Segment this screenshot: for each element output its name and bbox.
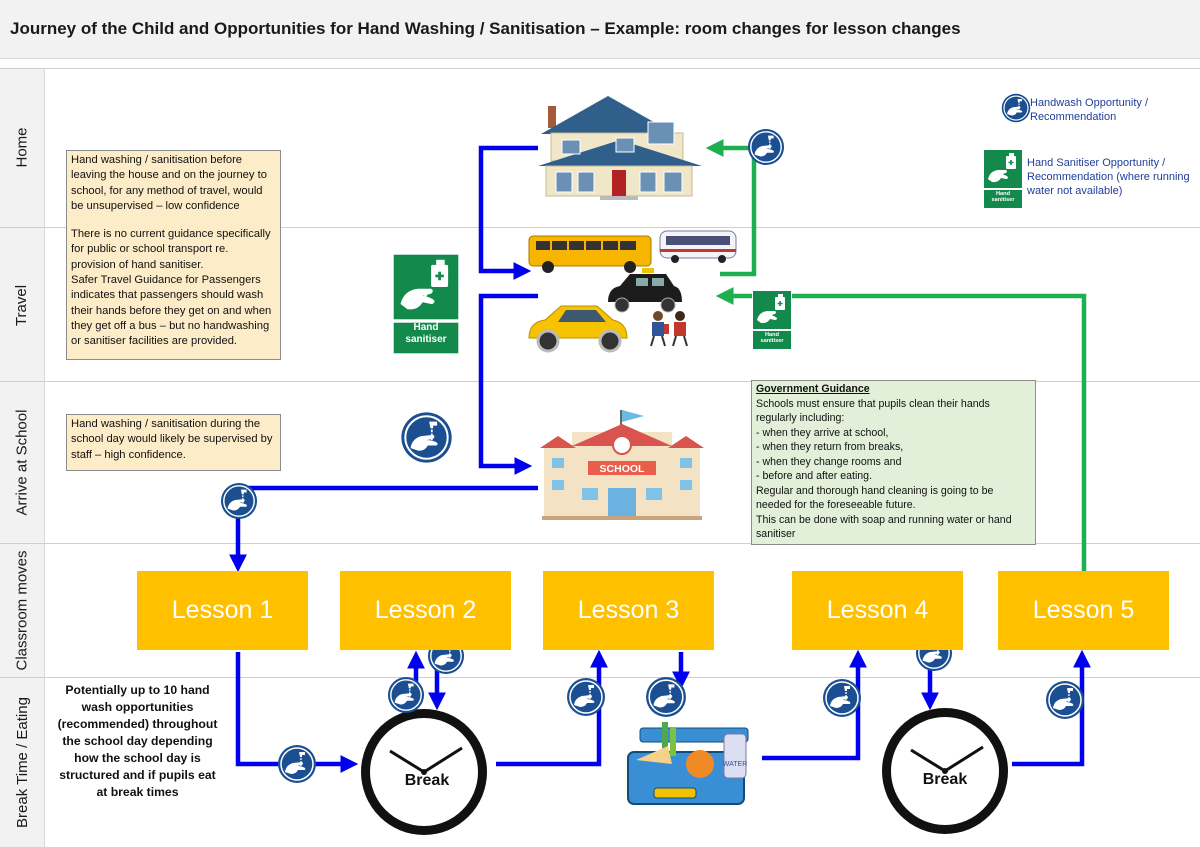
guidance-item: - when they arrive at school, xyxy=(756,426,889,439)
break-label: Break xyxy=(405,772,450,789)
lesson-3-box: Lesson 3 xyxy=(543,571,714,650)
page-title: Journey of the Child and Opportunities f… xyxy=(10,19,961,38)
lane-divider xyxy=(0,543,1200,544)
break-clock-1: Break xyxy=(361,709,487,835)
lane-divider xyxy=(0,227,1200,228)
note-school-text: Hand washing / sanitisation during the s… xyxy=(71,418,273,461)
guidance-intro: Schools must ensure that pupils clean th… xyxy=(756,397,990,425)
handwash-opportunity-icon xyxy=(822,678,862,718)
flow-arrow-travel-to-home xyxy=(705,139,757,277)
house-illustration xyxy=(538,96,702,200)
city-bus-illustration xyxy=(659,230,737,263)
car-illustration xyxy=(528,305,628,353)
handwash-opportunity-icon xyxy=(277,744,317,784)
note-home-travel: Hand washing / sanitisation before leavi… xyxy=(66,150,281,360)
guidance-paragraph: This can be done with soap and running w… xyxy=(756,513,1012,541)
lesson-5-box: Lesson 5 xyxy=(998,571,1169,650)
guidance-item: - when they change rooms and xyxy=(756,455,902,468)
legend-handwash-icon xyxy=(1001,93,1031,123)
guidance-paragraph: Regular and thorough hand cleaning is go… xyxy=(756,484,994,512)
lesson-1-box: Lesson 1 xyxy=(137,571,308,650)
title-bar: Journey of the Child and Opportunities f… xyxy=(0,0,1200,59)
school-building-illustration: SCHOOL xyxy=(540,410,704,520)
handwash-opportunity-icon xyxy=(566,677,606,717)
guidance-item: - when they return from breaks, xyxy=(756,441,904,453)
taxi-illustration xyxy=(608,268,682,313)
school-bus-illustration xyxy=(528,235,652,273)
legend-handwash-text: Handwash Opportunity / Recommendation xyxy=(1030,97,1149,123)
guidance-title: Government Guidance xyxy=(756,383,870,395)
handwash-opportunity-icon xyxy=(220,482,258,520)
children-illustration xyxy=(650,311,688,347)
green-flow-arrows xyxy=(705,139,1087,572)
handwash-opportunity-icon xyxy=(747,128,785,166)
lesson-4-box: Lesson 4 xyxy=(792,571,963,650)
handwash-opportunity-icon xyxy=(1045,680,1085,720)
break-clock-2: Break xyxy=(882,708,1008,834)
flow-arrow-home-to-travel xyxy=(478,145,538,280)
flow-arrow-school-to-lesson1 xyxy=(229,485,538,573)
guidance-list: - when they arrive at school, - when the… xyxy=(756,426,1031,484)
water-bottle-label: WATER xyxy=(723,761,748,768)
flow-arrow-travel-to-school xyxy=(478,293,538,475)
lesson-2-box: Lesson 2 xyxy=(340,571,511,650)
note-home-text: Hand washing / sanitisation before leavi… xyxy=(71,154,267,212)
guidance-item: - before and after eating. xyxy=(756,470,873,482)
note-travel-text-1: There is no current guidance specificall… xyxy=(71,228,271,271)
note-travel-text-2: Safer Travel Guidance for Passengers ind… xyxy=(71,274,272,348)
lane-divider xyxy=(0,68,1200,69)
note-school: Hand washing / sanitisation during the s… xyxy=(66,414,281,471)
legend-sanitiser-text: Hand Sanitiser Opportunity / Recommendat… xyxy=(1027,157,1190,197)
handwash-opportunity-icon xyxy=(645,676,687,718)
school-sign-text: SCHOOL xyxy=(600,463,646,475)
summary-text: Potentially up to 10 hand wash opportuni… xyxy=(57,683,218,799)
lunchbox-illustration: WATER xyxy=(627,722,749,805)
lane-divider xyxy=(0,381,1200,382)
break-label: Break xyxy=(923,771,968,788)
handwash-opportunity-icon xyxy=(387,676,425,714)
handwash-opportunity-icon xyxy=(399,411,454,464)
government-guidance-box: Government Guidance Schools must ensure … xyxy=(751,380,1036,545)
flow-arrow-lesson5-to-travel xyxy=(715,287,1087,572)
lane-column xyxy=(0,68,45,847)
